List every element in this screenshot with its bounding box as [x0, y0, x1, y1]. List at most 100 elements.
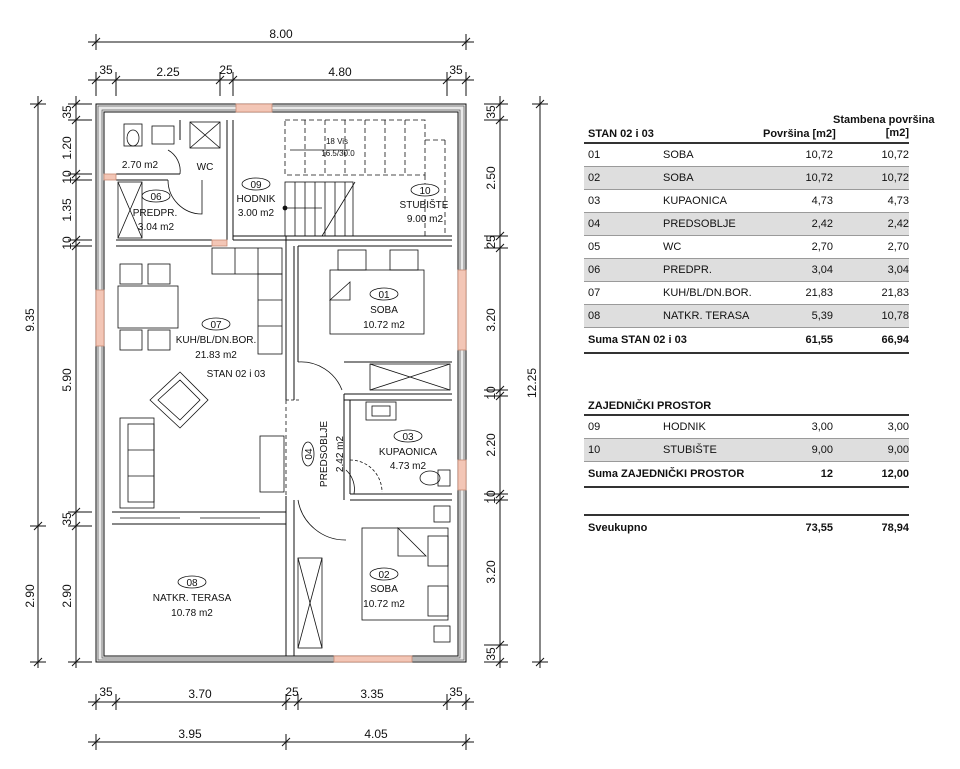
room-03-area: 4.73 m2 — [390, 461, 427, 472]
dim-left-overall: 9.35 — [23, 308, 37, 332]
dim-right-f: 2.20 — [484, 433, 498, 457]
dim-left-f: 5.90 — [60, 368, 74, 392]
room-06-area: 3.04 m2 — [138, 222, 175, 233]
dim-bottom-seg4: 3.35 — [360, 687, 384, 701]
room-02-number: 02 — [378, 570, 390, 581]
row-area: 3,00 — [811, 421, 833, 433]
room-02-name: SOBA — [370, 584, 398, 595]
room-05-area: 2.70 m2 — [122, 160, 159, 171]
room-01-number: 01 — [378, 290, 390, 301]
col-living-header: Stambena površina [m2] — [833, 114, 934, 140]
row-no: 01 — [588, 149, 601, 161]
row-name: WC — [663, 241, 682, 253]
room-labels: WC 2.70 m2 06 PREDPR. 3.04 m2 09 HODNIK … — [122, 137, 449, 619]
table-row: 07 KUH/BL/DN.BOR. 21,83 21,83 — [584, 282, 909, 305]
row-living: 4,73 — [887, 195, 909, 207]
room-07-area: 21.83 m2 — [195, 350, 237, 361]
room-04-name: PREDSOBLJE — [319, 421, 330, 487]
row-living: 9,00 — [887, 444, 909, 456]
dim-left-d: 1.35 — [60, 198, 74, 222]
room-04-number: 04 — [304, 448, 315, 460]
dim-top-seg5: 35 — [449, 63, 463, 77]
row-no: 06 — [588, 264, 601, 276]
row-area: 21,83 — [805, 287, 833, 299]
dim-left-h: 2.90 — [60, 584, 74, 608]
sum-living: 66,94 — [881, 334, 909, 346]
row-name: KUH/BL/DN.BOR. — [663, 287, 752, 299]
room-07-number: 07 — [210, 320, 222, 331]
dim-right-g: 10 — [484, 490, 498, 504]
dim-top-seg1: 35 — [99, 63, 113, 77]
room-06-name: PREDPR. — [133, 208, 177, 219]
room-08-badge — [177, 575, 207, 589]
dimension-labels: 8.00 35 2.25 25 4.80 35 35 3.70 25 3.35 … — [23, 27, 539, 741]
sum-label: Suma STAN 02 i 03 — [588, 334, 687, 346]
room-09-number: 09 — [250, 180, 262, 191]
row-area: 2,70 — [811, 241, 833, 253]
total-label: Sveukupno — [588, 522, 648, 534]
row-area: 10,72 — [805, 172, 833, 184]
row-no: 09 — [588, 421, 601, 433]
row-name: PREDSOBLJE — [663, 218, 736, 230]
common-sum-living: 12,00 — [881, 468, 909, 480]
dim-top-seg3: 25 — [219, 63, 233, 77]
row-name: PREDPR. — [663, 264, 712, 276]
dim-bottom-seg5: 35 — [449, 685, 463, 699]
dim-right-b: 2.50 — [484, 166, 498, 190]
row-name: KUPAONICA — [663, 195, 727, 207]
table-header: STAN 02 i 03 Površina [m2] Stambena povr… — [584, 108, 934, 144]
dim-left-e: 10 — [60, 236, 74, 250]
walls — [95, 103, 467, 663]
row-area: 4,73 — [811, 195, 833, 207]
room-10-badge — [410, 183, 440, 197]
room-07-badge — [201, 317, 231, 331]
row-living: 2,70 — [887, 241, 909, 253]
row-name: NATKR. TERASA — [663, 310, 750, 322]
row-no: 02 — [588, 172, 601, 184]
row-name: SOBA — [663, 149, 694, 161]
dim-right-e: 10 — [484, 386, 498, 400]
room-05-name: WC — [197, 162, 214, 173]
dim-left-terrace: 2.90 — [23, 584, 37, 608]
room-01-area: 10.72 m2 — [363, 320, 405, 331]
row-living: 3,00 — [887, 421, 909, 433]
row-area: 3,04 — [811, 264, 833, 276]
table-title: STAN 02 i 03 — [588, 128, 654, 140]
row-name: SOBA — [663, 172, 694, 184]
row-no: 10 — [588, 444, 601, 456]
room-07-apartment: STAN 02 i 03 — [207, 369, 266, 380]
room-04-area: 2.42 m2 — [335, 435, 346, 472]
common-title: ZAJEDNIČKI PROSTOR — [584, 392, 909, 416]
dim-bottom-overall-1: 3.95 — [178, 727, 202, 741]
room-01-badge — [369, 287, 399, 301]
row-area: 5,39 — [811, 310, 833, 322]
room-09-area: 3.00 m2 — [238, 208, 275, 219]
area-table: STAN 02 i 03 Površina [m2] Stambena povr… — [584, 108, 934, 540]
dim-right-h: 3.20 — [484, 560, 498, 584]
room-02-badge — [369, 567, 399, 581]
row-no: 07 — [588, 287, 601, 299]
row-living: 10,72 — [881, 149, 909, 161]
row-no: 05 — [588, 241, 601, 253]
table-row: 05 WC 2,70 2,70 — [584, 236, 909, 259]
col-living-header-2: [m2] — [885, 127, 909, 139]
room-07-name: KUH/BL/DN.BOR. — [176, 335, 257, 346]
stair-note-2: 16.5/30.0 — [321, 149, 355, 158]
dim-left-c: 10 — [60, 170, 74, 184]
row-living: 10,78 — [881, 310, 909, 322]
room-10-area: 9.00 m2 — [407, 214, 444, 225]
dim-top-seg2: 2.25 — [156, 65, 180, 79]
total-area: 73,55 — [805, 522, 833, 534]
dim-right-d: 3.20 — [484, 308, 498, 332]
dimension-lines — [30, 34, 548, 750]
stair-note-1: 18 Vis — [326, 137, 348, 146]
room-04-badge — [301, 441, 315, 467]
dim-bottom-seg3: 25 — [285, 685, 299, 699]
row-living: 21,83 — [881, 287, 909, 299]
